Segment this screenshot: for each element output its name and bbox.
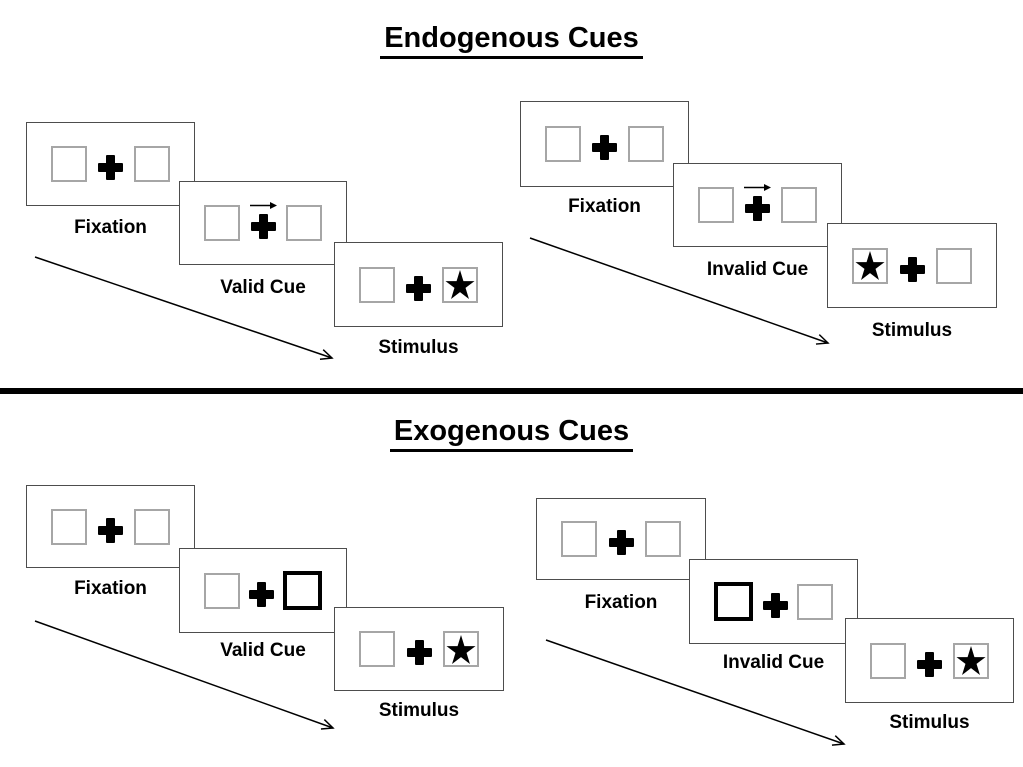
right-box (134, 508, 170, 545)
fixation-cross-icon (745, 196, 770, 221)
section-title-endogenous-text: Endogenous Cues (380, 24, 643, 59)
right-box (936, 247, 972, 284)
target-box (852, 247, 888, 284)
cue-highlight-box (714, 582, 753, 621)
right-box (134, 146, 170, 182)
exo-valid-fixation-panel (26, 485, 195, 568)
endo-valid-fixation-panel (26, 122, 195, 206)
endo-invalid-cue-panel (673, 163, 842, 247)
right-box (628, 126, 664, 162)
panel-label-invalid-cue: Invalid Cue (722, 652, 825, 673)
panel-label-stimulus: Stimulus (378, 700, 460, 721)
exo-invalid-cue-panel (689, 559, 858, 644)
left-box (545, 126, 581, 162)
fixation-cross-icon (249, 581, 274, 607)
target-star-icon (445, 270, 475, 299)
fixation-cross (406, 275, 431, 301)
endo-valid-cue-panel (179, 181, 347, 265)
panel-label-valid-cue: Valid Cue (220, 640, 306, 661)
fixation-cross (406, 640, 432, 665)
fixation-cross (98, 155, 123, 180)
exo-valid-cue-panel (179, 548, 347, 633)
target-star-icon (855, 251, 885, 280)
target-box (953, 642, 989, 679)
exo-invalid-stimulus-panel (845, 618, 1014, 703)
fixation-cross (744, 184, 771, 221)
panel-label-fixation: Fixation (584, 592, 658, 613)
left-box (359, 266, 395, 303)
timeline-arrow (529, 237, 830, 345)
fixation-cross-icon (899, 256, 925, 282)
fixation-cross (249, 202, 277, 239)
target-box (442, 266, 478, 303)
panel-label-fixation: Fixation (74, 578, 147, 599)
panel-label-fixation: Fixation (74, 217, 147, 238)
right-box (286, 205, 322, 241)
fixation-cross-icon (917, 651, 942, 677)
target-star-icon (446, 634, 476, 664)
endo-invalid-fixation-panel (520, 101, 689, 187)
section-title-exogenous: Exogenous Cues (0, 417, 1023, 452)
timeline-arrow (34, 620, 335, 730)
fixation-cross (249, 581, 274, 607)
exo-valid-stimulus-panel (334, 607, 504, 691)
panel-label-valid-cue: Valid Cue (220, 277, 306, 298)
fixation-cross-icon (762, 592, 788, 618)
left-box (204, 205, 240, 241)
fixation-cross-icon (98, 517, 123, 543)
fixation-cross-icon (592, 135, 617, 160)
fixation-cross (762, 592, 788, 618)
target-box (443, 631, 479, 667)
fixation-cross (98, 517, 123, 543)
right-box (645, 521, 681, 557)
fixation-cross-icon (406, 640, 432, 665)
endo-invalid-stimulus-panel (827, 223, 997, 308)
cue-highlight-box (283, 571, 322, 610)
timeline-arrow (34, 256, 334, 360)
exo-invalid-fixation-panel (536, 498, 706, 580)
left-box (561, 521, 597, 557)
left-box (359, 631, 395, 667)
right-box (797, 583, 833, 620)
fixation-cross (899, 256, 925, 282)
fixation-cross-icon (250, 214, 276, 239)
fixation-cross-icon (98, 155, 123, 180)
panel-label-stimulus: Stimulus (889, 712, 970, 733)
cue-arrow-right-icon (744, 184, 771, 191)
panel-label-stimulus: Stimulus (871, 320, 953, 341)
panel-label-invalid-cue: Invalid Cue (706, 259, 809, 280)
section-divider (0, 388, 1023, 394)
panel-label-stimulus: Stimulus (378, 337, 459, 358)
fixation-cross-icon (608, 530, 634, 555)
left-box (51, 508, 87, 545)
right-box (781, 187, 817, 223)
left-box (698, 187, 734, 223)
fixation-cross-icon (406, 275, 431, 301)
fixation-cross (608, 530, 634, 555)
endo-valid-stimulus-panel (334, 242, 503, 327)
cue-arrow-right-icon (249, 202, 277, 209)
left-box (51, 146, 87, 182)
section-title-endogenous: Endogenous Cues (0, 24, 1023, 59)
left-box (204, 572, 240, 609)
fixation-cross (592, 135, 617, 160)
panel-label-fixation: Fixation (568, 196, 641, 217)
target-star-icon (956, 646, 986, 675)
left-box (870, 642, 906, 679)
fixation-cross (917, 651, 942, 677)
section-title-exogenous-text: Exogenous Cues (389, 417, 634, 452)
